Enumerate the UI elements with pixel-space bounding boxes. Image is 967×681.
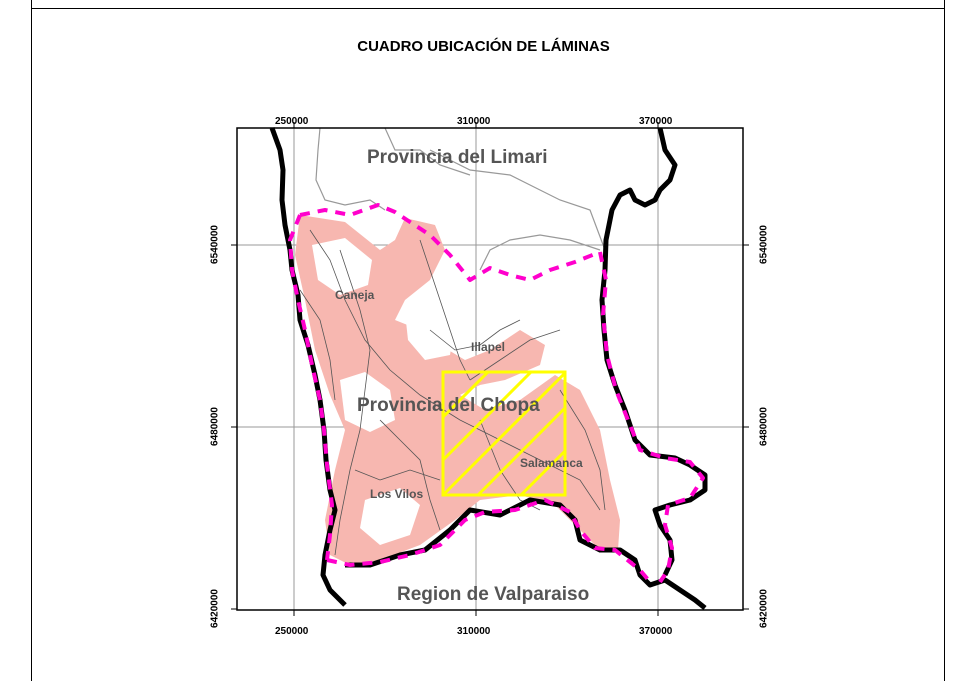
region-label-limari: Provincia del Limari: [367, 147, 548, 168]
town-label-los-vilos: Los Vilos: [370, 487, 424, 501]
sheet-hatch-2: [441, 370, 533, 462]
buffer-hole-center: [340, 372, 395, 432]
tick-label-bottom-310000: 310000: [457, 626, 491, 637]
map-neatline: [236, 127, 744, 611]
tick-label-right-6420000: 6420000: [758, 589, 770, 628]
sheet-hatch-5: [519, 449, 567, 497]
province-boundary-east: [599, 127, 708, 577]
river-illapel: [429, 319, 521, 351]
tick-label-top-370000: 370000: [639, 116, 673, 127]
river-losvilos: [354, 469, 441, 481]
town-label-salamanca: Salamanca: [520, 456, 583, 470]
study-boundary-east: [598, 251, 705, 584]
buffer-hole-south: [360, 488, 420, 545]
limari-boundary-west: [315, 127, 386, 211]
study-boundary-south: [326, 498, 652, 584]
tick-label-left-6480000: 6480000: [209, 407, 221, 446]
sheet-hatch-1: [441, 370, 490, 419]
tick-label-left-6420000: 6420000: [209, 589, 221, 628]
drainage-network: [299, 229, 606, 556]
tick-label-top-310000: 310000: [457, 116, 491, 127]
town-label-caneja: Caneja: [335, 288, 375, 302]
region-label-choapa: Provincia del Chopa: [357, 395, 540, 416]
river-main: [309, 229, 601, 511]
tick-marks: [231, 122, 749, 616]
tick-label-right-6540000: 6540000: [758, 225, 770, 264]
sheet-hatch-3: [441, 371, 567, 497]
buffer-hole-north: [312, 238, 372, 295]
river-west: [334, 249, 371, 556]
limari-boundary-mid: [384, 127, 471, 176]
river-south: [379, 419, 441, 531]
tick-label-bottom-370000: 370000: [639, 626, 673, 637]
tick-label-left-6540000: 6540000: [209, 225, 221, 264]
region-label-valparaiso: Region de Valparaiso: [397, 584, 590, 605]
sheet-hatch-4: [476, 406, 567, 497]
river-coastal: [299, 289, 336, 401]
tick-label-bottom-250000: 250000: [275, 626, 309, 637]
town-label-illapel: Illapel: [471, 340, 506, 354]
study-boundary-north: [299, 203, 601, 282]
tick-label-right-6480000: 6480000: [758, 407, 770, 446]
river-north: [419, 239, 471, 381]
river-northeast: [469, 329, 561, 381]
tick-label-top-250000: 250000: [275, 116, 309, 127]
choapa-north-link: [479, 234, 601, 271]
study-area-boundary: [288, 203, 705, 584]
map-title: CUADRO UBICACIÓN DE LÁMINAS: [357, 38, 610, 55]
sheet-frame-top: [31, 8, 945, 9]
river-east: [559, 389, 606, 511]
northern-province-boundaries: [315, 127, 606, 271]
sheet-index: [441, 370, 567, 497]
limari-boundary-east: [429, 149, 606, 251]
sheet-frame: [31, 0, 945, 681]
buffer-holes: [312, 238, 455, 545]
sheet-index-frame: [441, 370, 567, 497]
